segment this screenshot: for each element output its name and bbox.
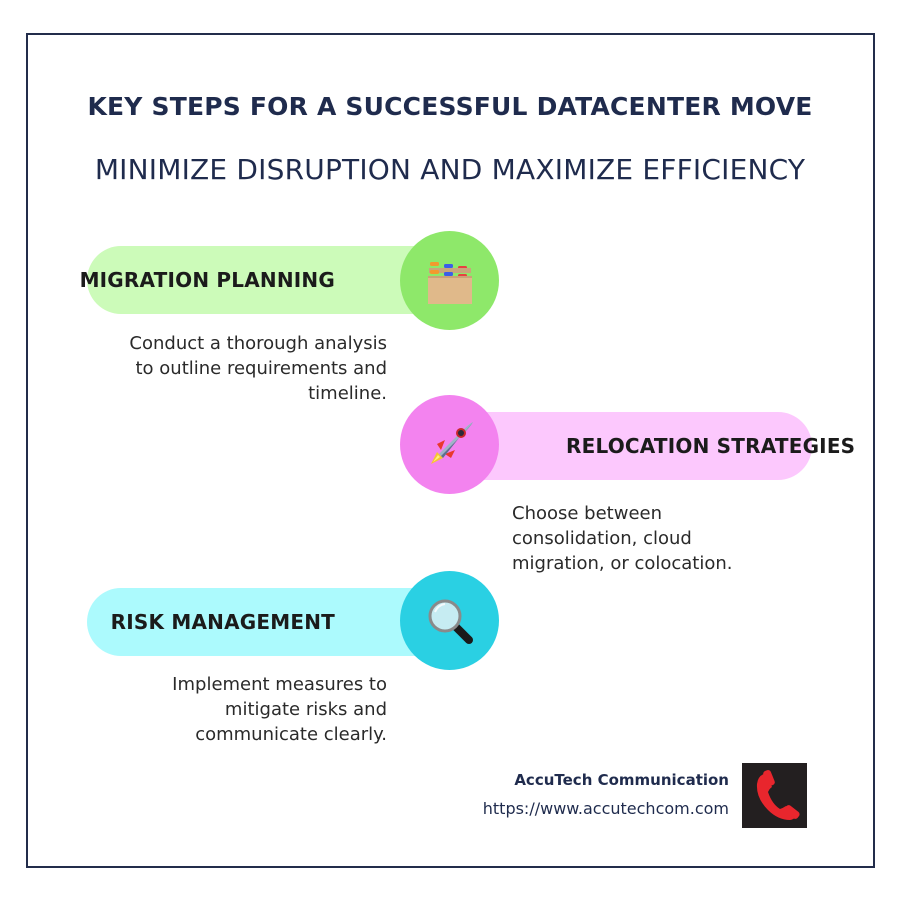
rocket-icon bbox=[430, 421, 473, 464]
step-relocation-strategies-banner: RELOCATION STRATEGIES bbox=[452, 412, 855, 480]
company-name: AccuTech Communication bbox=[514, 771, 729, 789]
description-line: Choose between bbox=[512, 503, 663, 524]
step-risk-management-banner: RISK MANAGEMENT bbox=[87, 588, 447, 656]
description-line: timeline. bbox=[308, 383, 387, 404]
step-migration-planning-description: Conduct a thorough analysis to outline r… bbox=[87, 331, 387, 406]
step-relocation-strategies-badge bbox=[400, 395, 499, 494]
page-subtitle: MINIMIZE DISRUPTION AND MAXIMIZE EFFICIE… bbox=[94, 153, 806, 186]
step-migration-planning-badge bbox=[400, 231, 499, 330]
description-line: communicate clearly. bbox=[195, 724, 387, 745]
card-file-box-icon bbox=[427, 261, 472, 304]
page-title: KEY STEPS FOR A SUCCESSFUL DATACENTER MO… bbox=[87, 92, 813, 121]
phone-icon bbox=[756, 769, 800, 820]
step-risk-management-badge bbox=[400, 571, 499, 670]
step-relocation-strategies-description: Choose between consolidation, cloud migr… bbox=[512, 501, 812, 576]
magnifying-glass-icon bbox=[428, 599, 473, 644]
description-line: to outline requirements and bbox=[135, 358, 387, 379]
step-title: RISK MANAGEMENT bbox=[110, 610, 335, 634]
description-line: mitigate risks and bbox=[224, 699, 387, 720]
step-title: RELOCATION STRATEGIES bbox=[566, 434, 856, 458]
description-line: Conduct a thorough analysis bbox=[129, 333, 387, 354]
description-line: Implement measures to bbox=[172, 674, 387, 695]
step-title: MIGRATION PLANNING bbox=[79, 268, 335, 292]
description-line: migration, or colocation. bbox=[512, 553, 733, 574]
phone-logo bbox=[742, 763, 807, 828]
step-migration-planning-banner: MIGRATION PLANNING bbox=[80, 246, 447, 314]
step-risk-management-description: Implement measures to mitigate risks and… bbox=[87, 672, 387, 747]
description-line: consolidation, cloud bbox=[512, 528, 692, 549]
company-url-link[interactable]: https://www.accutechcom.com bbox=[482, 799, 729, 818]
